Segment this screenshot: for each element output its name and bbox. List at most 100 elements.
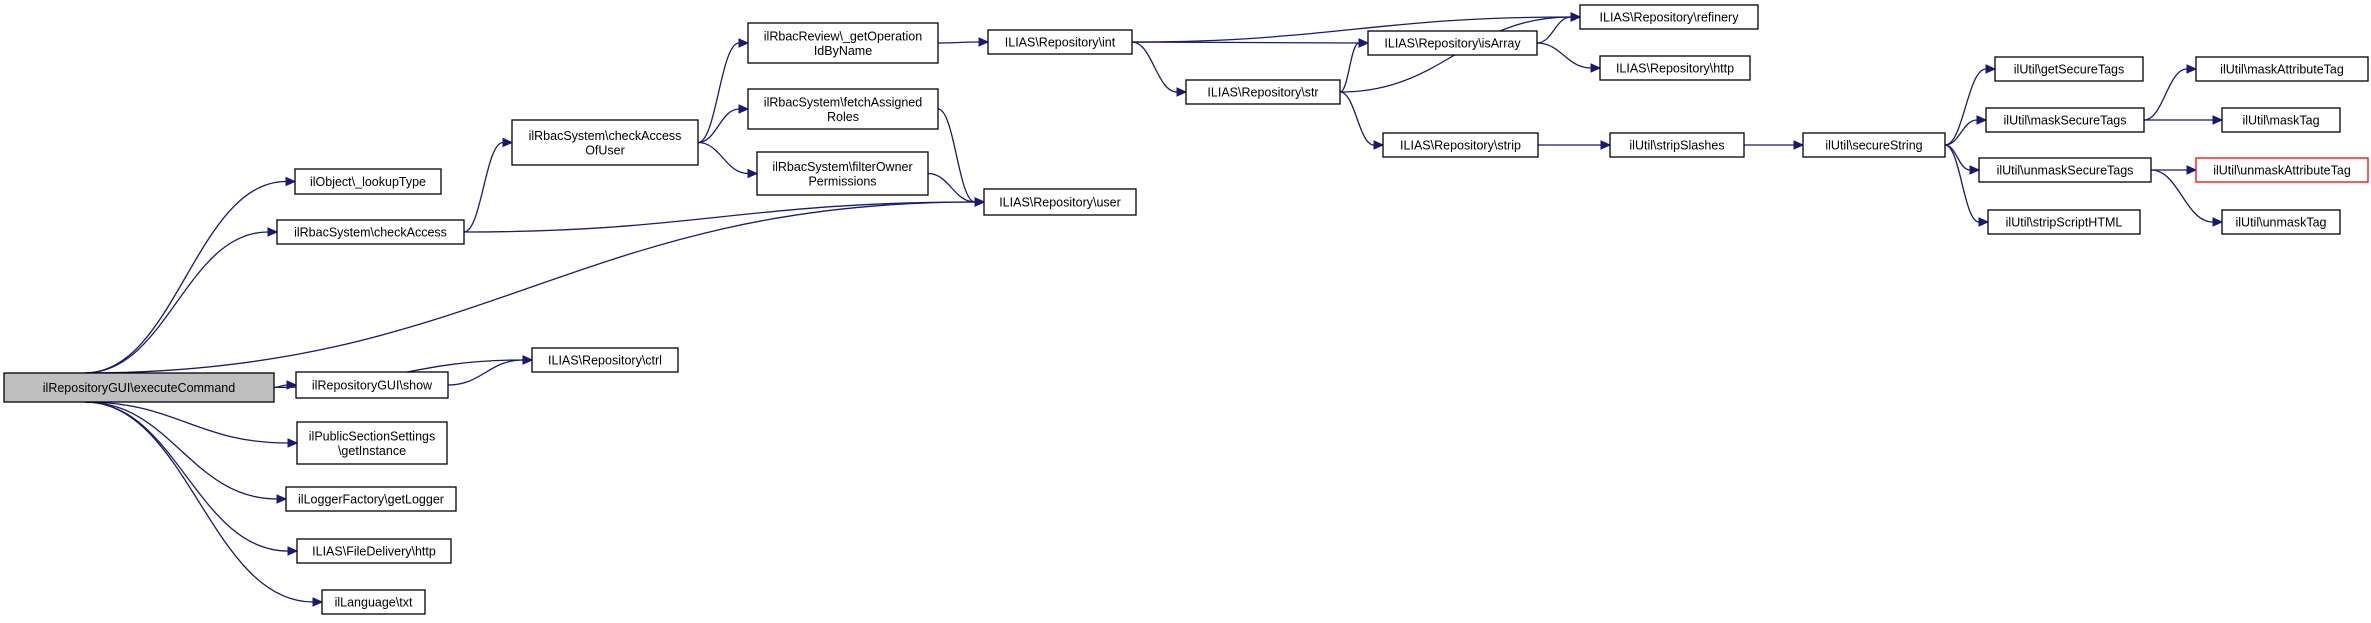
node-box-mask-attribute-tag[interactable] — [2195, 56, 2369, 82]
node-box-check-access-of-user[interactable] — [511, 119, 699, 166]
arrowhead-check-access-of-user-to-get-operation-id-by-name — [738, 38, 750, 48]
arrowhead-secure-string-to-get-secure-tags — [1985, 64, 1997, 74]
arrowhead-repo-strip-to-strip-slashes — [1600, 140, 1612, 150]
node-box-repo-strip[interactable] — [1382, 132, 1539, 158]
node-label-fetch-assigned-roles: Roles — [827, 110, 859, 124]
edge-root-to-repo-user — [84, 201, 976, 374]
arrowhead-check-access-of-user-to-fetch-assigned-roles — [738, 104, 750, 114]
node-box-get-secure-tags[interactable] — [1994, 56, 2144, 82]
node-repo-is-array[interactable]: ILIAS\Repository\isArray — [1367, 30, 1538, 56]
arrowhead-check-access-to-check-access-of-user — [502, 137, 514, 148]
node-label-filter-owner-permissions: ilRbacSystem\filterOwner — [772, 160, 912, 174]
node-box-repo-user[interactable] — [983, 188, 1137, 216]
node-label-repo-show: ilRepositoryGUI\show — [312, 379, 433, 393]
arrowhead-root-to-lookup-type — [285, 176, 297, 187]
node-mask-attribute-tag[interactable]: ilUtil\maskAttributeTag — [2195, 56, 2369, 82]
edge-get-operation-id-by-name-to-repo-int — [937, 41, 980, 44]
node-label-strip-script-html: ilUtil\stripScriptHTML — [2006, 216, 2123, 230]
node-label-unmask-secure-tags: ilUtil\unmaskSecureTags — [1997, 164, 2134, 178]
node-box-unmask-attribute-tag[interactable] — [2195, 157, 2369, 183]
node-box-public-section[interactable] — [296, 421, 448, 465]
node-get-secure-tags[interactable]: ilUtil\getSecureTags — [1994, 56, 2144, 82]
node-box-repo-is-array[interactable] — [1367, 30, 1538, 56]
node-unmask-attribute-tag[interactable]: ilUtil\unmaskAttributeTag — [2195, 157, 2369, 183]
edge-check-access-to-repo-user — [463, 201, 976, 233]
node-label-get-secure-tags: ilUtil\getSecureTags — [2014, 63, 2124, 77]
node-box-mask-secure-tags[interactable] — [1985, 107, 2145, 133]
edge-check-access-of-user-to-get-operation-id-by-name — [697, 42, 740, 144]
edge-repo-int-to-repo-is-array — [1131, 41, 1360, 44]
node-repo-show[interactable]: ilRepositoryGUI\show — [295, 371, 449, 399]
node-box-secure-string[interactable] — [1802, 132, 1946, 158]
edge-repo-show-to-repo-ctrl — [447, 359, 524, 386]
node-repo-int[interactable]: ILIAS\Repository\int — [987, 29, 1133, 55]
node-box-repo-http[interactable] — [1599, 55, 1751, 81]
node-secure-string[interactable]: ilUtil\secureString — [1802, 132, 1946, 158]
node-root[interactable]: ilRepositoryGUI\executeCommand — [3, 372, 275, 403]
node-box-lookup-type[interactable] — [294, 168, 442, 195]
arrowhead-strip-slashes-to-secure-string — [1793, 140, 1805, 150]
node-box-repo-ctrl[interactable] — [531, 347, 679, 373]
arrowhead-root-to-file-delivery-http — [287, 546, 299, 556]
node-box-get-operation-id-by-name[interactable] — [747, 22, 939, 64]
node-box-repo-int[interactable] — [987, 29, 1133, 55]
node-label-check-access-of-user: OfUser — [585, 143, 625, 157]
node-box-unmask-secure-tags[interactable] — [1978, 157, 2152, 183]
node-label-unmask-attribute-tag: ilUtil\unmaskAttributeTag — [2213, 164, 2351, 178]
node-public-section[interactable]: ilPublicSectionSettings\getInstance — [296, 421, 448, 465]
node-label-file-delivery-http: ILIAS\FileDelivery\http — [312, 545, 436, 559]
node-box-repo-show[interactable] — [295, 371, 449, 399]
node-repo-strip[interactable]: ILIAS\Repository\strip — [1382, 132, 1539, 158]
node-repo-str[interactable]: ILIAS\Repository\str — [1185, 79, 1341, 105]
node-box-file-delivery-http[interactable] — [296, 538, 452, 564]
node-box-unmask-tag[interactable] — [2221, 209, 2341, 235]
node-unmask-tag[interactable]: ilUtil\unmaskTag — [2221, 209, 2341, 235]
node-file-delivery-http[interactable]: ILIAS\FileDelivery\http — [296, 538, 452, 564]
node-repo-ctrl[interactable]: ILIAS\Repository\ctrl — [531, 347, 679, 373]
node-unmask-secure-tags[interactable]: ilUtil\unmaskSecureTags — [1978, 157, 2152, 183]
edge-root-to-public-section — [84, 401, 289, 444]
edge-root-to-check-access — [84, 231, 269, 374]
node-box-repo-str[interactable] — [1185, 79, 1341, 105]
node-label-lookup-type: ilObject\_lookupType — [310, 175, 426, 189]
node-label-secure-string: ilUtil\secureString — [1825, 139, 1922, 153]
node-label-repo-strip: ILIAS\Repository\strip — [1400, 139, 1521, 153]
edge-secure-string-to-get-secure-tags — [1944, 68, 1987, 146]
node-check-access[interactable]: ilRbacSystem\checkAccess — [276, 219, 465, 245]
node-strip-slashes[interactable]: ilUtil\stripSlashes — [1609, 132, 1745, 158]
arrowhead-root-to-get-logger — [276, 494, 288, 504]
node-box-check-access[interactable] — [276, 219, 465, 245]
node-label-mask-tag: ilUtil\maskTag — [2242, 114, 2319, 128]
node-box-language-txt[interactable] — [321, 589, 426, 615]
node-get-logger[interactable]: ilLoggerFactory\getLogger — [285, 486, 457, 512]
node-label-mask-attribute-tag: ilUtil\maskAttributeTag — [2220, 63, 2344, 77]
node-box-get-logger[interactable] — [285, 486, 457, 512]
node-label-public-section: \getInstance — [338, 444, 406, 458]
edge-secure-string-to-mask-secure-tags — [1944, 119, 1978, 146]
node-box-repo-refinery[interactable] — [1579, 4, 1759, 30]
node-repo-refinery[interactable]: ILIAS\Repository\refinery — [1579, 4, 1759, 30]
node-box-fetch-assigned-roles[interactable] — [747, 88, 939, 130]
node-repo-user[interactable]: ILIAS\Repository\user — [983, 188, 1137, 216]
edge-root-to-repo-show — [273, 384, 288, 389]
node-lookup-type[interactable]: ilObject\_lookupType — [294, 168, 442, 195]
arrowhead-mask-secure-tags-to-mask-tag — [2212, 115, 2224, 125]
edge-secure-string-to-strip-script-html — [1944, 144, 1980, 223]
node-strip-script-html[interactable]: ilUtil\stripScriptHTML — [1987, 209, 2141, 235]
arrowhead-root-to-language-txt — [312, 597, 324, 607]
node-box-filter-owner-permissions[interactable] — [756, 151, 929, 196]
node-language-txt[interactable]: ilLanguage\txt — [321, 589, 426, 615]
node-repo-http[interactable]: ILIAS\Repository\http — [1599, 55, 1751, 81]
node-mask-secure-tags[interactable]: ilUtil\maskSecureTags — [1985, 107, 2145, 133]
node-box-mask-tag[interactable] — [2221, 107, 2341, 133]
node-mask-tag[interactable]: ilUtil\maskTag — [2221, 107, 2341, 133]
node-box-strip-slashes[interactable] — [1609, 132, 1745, 158]
node-box-root[interactable] — [3, 372, 275, 403]
arrowhead-root-to-check-access — [267, 227, 279, 237]
node-box-strip-script-html[interactable] — [1987, 209, 2141, 235]
arrowhead-secure-string-to-mask-secure-tags — [1976, 115, 1988, 125]
